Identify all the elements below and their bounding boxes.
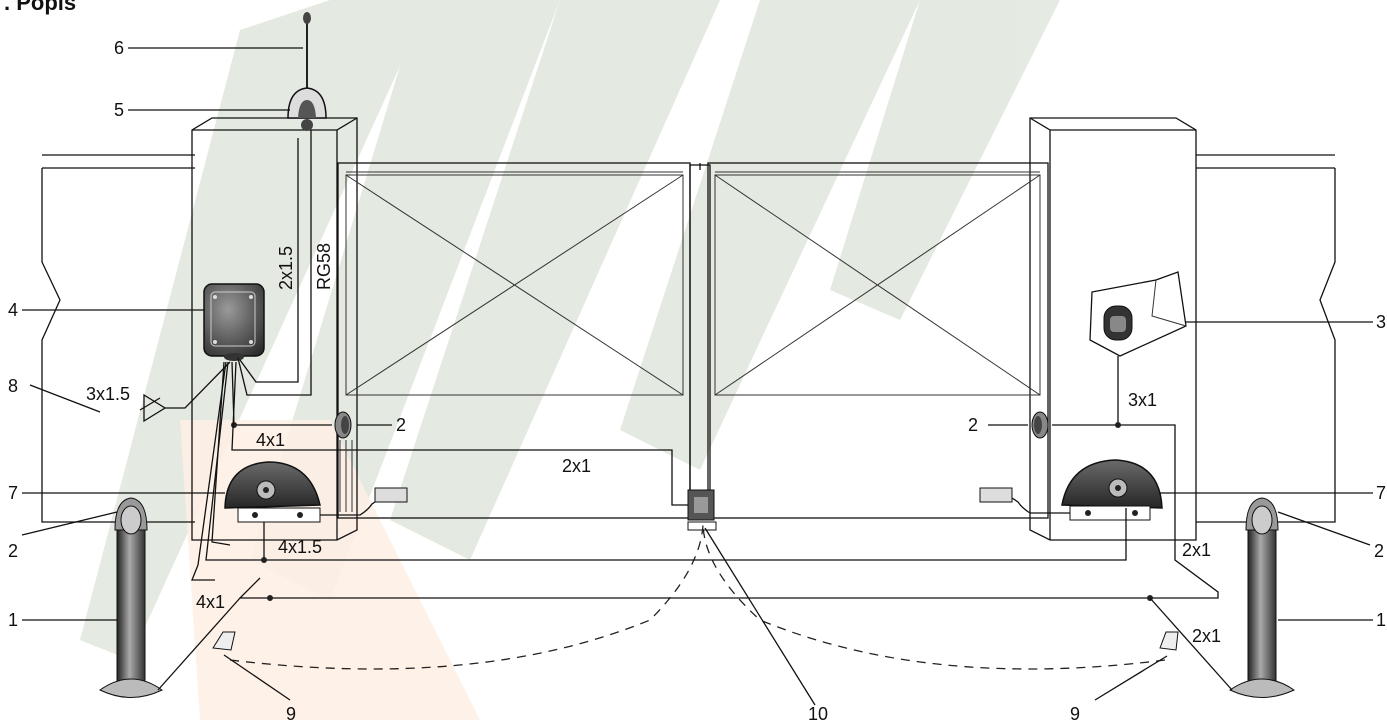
right-pillar bbox=[1029, 117, 1197, 541]
callout-8: 8 bbox=[8, 376, 18, 396]
callout-9-left: 9 bbox=[286, 704, 296, 722]
callout-7-right: 7 bbox=[1376, 483, 1386, 503]
callout-4: 4 bbox=[8, 300, 18, 320]
callout-2-mid-right: 2 bbox=[968, 415, 978, 435]
cable-label-3x1-5: 3x1.5 bbox=[86, 384, 130, 404]
antenna-icon bbox=[303, 12, 311, 92]
callout-9-right: 9 bbox=[1070, 704, 1080, 722]
callout-2-right: 2 bbox=[1374, 541, 1384, 561]
cable-label-4x1-lower: 4x1 bbox=[196, 592, 225, 612]
callout-1-left: 1 bbox=[8, 610, 18, 630]
right-wall bbox=[1196, 154, 1336, 523]
control-box-icon bbox=[203, 283, 265, 361]
swing-arcs bbox=[229, 524, 1166, 670]
callout-7-left: 7 bbox=[8, 483, 18, 503]
cable-label-2x1-center: 2x1 bbox=[562, 456, 591, 476]
gate-stop-left-icon bbox=[212, 631, 236, 651]
callout-3: 3 bbox=[1376, 312, 1386, 332]
left-pillar bbox=[191, 117, 358, 541]
gate-stop-right-icon bbox=[1159, 631, 1179, 651]
cable-label-4x1-5: 4x1.5 bbox=[278, 537, 322, 557]
cable-label-2x1-5: 2x1.5 bbox=[276, 246, 296, 290]
photocell-post-left-icon bbox=[99, 497, 163, 698]
gate-right-leaf bbox=[707, 162, 1049, 519]
cable-label-2x1-right-upper: 2x1 bbox=[1182, 540, 1211, 560]
cable-label-2x1-right-lower: 2x1 bbox=[1192, 626, 1221, 646]
callout-2-left: 2 bbox=[8, 541, 18, 561]
callout-6: 6 bbox=[114, 38, 124, 58]
electric-lock-icon bbox=[687, 489, 717, 531]
motor-right-icon bbox=[979, 459, 1163, 521]
key-selector-icon bbox=[1089, 271, 1187, 357]
callout-10: 10 bbox=[808, 704, 828, 722]
photocell-left-icon bbox=[334, 411, 352, 439]
photocell-post-right-icon bbox=[1228, 497, 1296, 698]
cable-label-4x1-upper: 4x1 bbox=[256, 430, 285, 450]
photocell-right-icon bbox=[1031, 411, 1049, 439]
cable-label-3x1: 3x1 bbox=[1128, 390, 1157, 410]
callout-numbers: 6 5 4 8 7 2 1 2 2 3 7 2 1 9 9 10 bbox=[8, 38, 1386, 722]
cable-label-rg58: RG58 bbox=[314, 243, 334, 290]
callout-2-mid-left: 2 bbox=[396, 415, 406, 435]
callout-1-right: 1 bbox=[1376, 610, 1386, 630]
cable-labels: 2x1.5 RG58 3x1.5 4x1 2x1 4x1.5 4x1 3x1 2… bbox=[86, 243, 1221, 646]
callout-leaders bbox=[21, 47, 1373, 706]
left-wall bbox=[41, 154, 195, 523]
wiring bbox=[139, 130, 1233, 691]
flashing-light-icon bbox=[287, 87, 327, 131]
diagram-title: . Popis bbox=[4, 0, 76, 15]
motor-left-icon bbox=[224, 461, 408, 523]
callout-5: 5 bbox=[114, 100, 124, 120]
